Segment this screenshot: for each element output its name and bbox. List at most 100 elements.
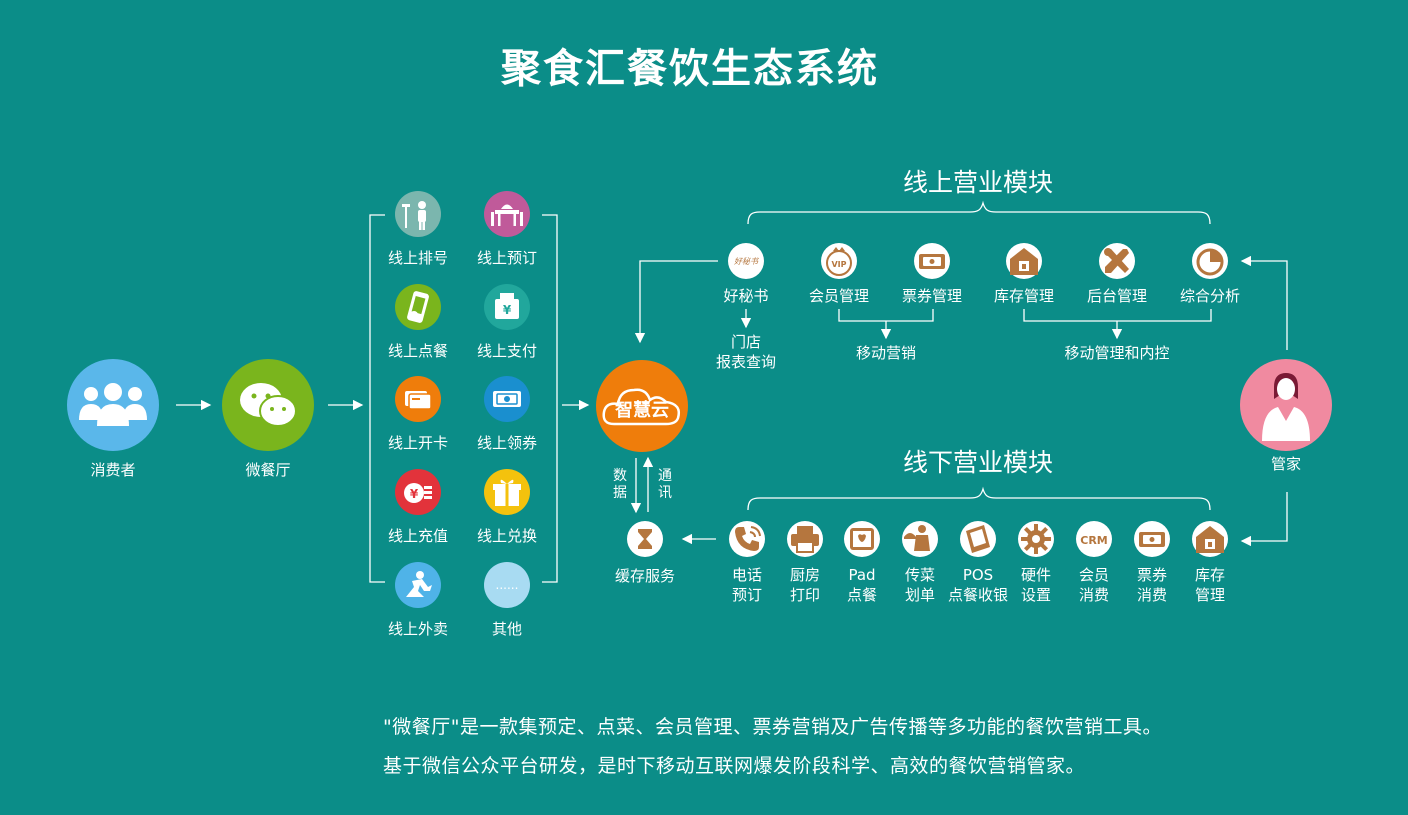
svg-text:¥: ¥ [503,303,512,317]
online-feature-10[interactable]: ...... [484,562,530,608]
crm-icon: CRM [1080,534,1108,547]
online-module-item-6[interactable] [1192,243,1228,279]
offline-module-item-label: 电话预订 [731,566,762,604]
online-module-item-4[interactable] [1006,243,1042,279]
pos-icon [966,525,990,553]
online-feature-3[interactable] [395,284,441,330]
cloud-node[interactable]: 智慧云 [596,360,688,452]
svg-text:VIP: VIP [831,260,846,269]
warehouse-icon [1010,248,1038,275]
svg-text:¥: ¥ [410,487,419,501]
haomishu-logo-icon: 好秘书 [734,257,759,266]
reserve-table-icon [491,204,523,226]
online-module-title: 线上营业模块 [902,168,1053,197]
online-feature-7[interactable]: ¥ [395,469,441,515]
offline-module-item-2[interactable] [787,521,823,557]
cloud-label: 智慧云 [615,400,669,421]
card-icon [405,391,432,410]
offline-module-item-label: 票券消费 [1136,566,1167,604]
online-module-item-label: 综合分析 [1179,287,1240,305]
offline-module-item-6[interactable] [1018,521,1054,557]
offline-module-item-label: 库存管理 [1194,566,1225,604]
manager-label: 管家 [1270,455,1301,473]
online-feature-label: 线上排号 [387,249,448,267]
description-line-2: 基于微信公众平台研发，是时下移动互联网爆发阶段科学、高效的餐饮营销管家。 [383,755,1086,777]
online-feature-1[interactable] [395,191,441,237]
svg-text:好秘书: 好秘书 [734,257,759,266]
offline-module-title: 线下营业模块 [902,448,1053,477]
people-icon [79,383,147,426]
offline-module-item-3[interactable] [844,521,880,557]
online-module-item-label: 票券管理 [901,287,962,305]
offline-module-item-8[interactable] [1134,521,1170,557]
more-icon: ...... [496,578,519,592]
warehouse-icon [1196,526,1224,553]
online-module-item-label: 后台管理 [1086,287,1147,305]
offline-module-item-9[interactable] [1192,521,1228,557]
offline-module-item-label: 硬件设置 [1020,566,1051,604]
hourglass-icon [638,529,652,549]
wechat-icon [240,383,297,427]
online-module-item-5[interactable] [1099,243,1135,279]
offline-module-item-7[interactable]: CRM [1076,521,1112,557]
online-feature-label: 线上点餐 [387,342,448,360]
online-feature-8[interactable] [484,469,530,515]
mobile-management-label: 移动管理和内控 [1064,344,1170,362]
tablet-icon [850,528,874,550]
page-title: 聚食汇餐饮生态系统 [501,46,879,92]
online-feature-label: 线上领券 [476,434,537,452]
comm-arrow-label: 通讯 [658,468,672,501]
online-module-item-3[interactable] [914,243,950,279]
data-arrow-label: 数据 [613,468,627,501]
delivery-icon [406,571,432,597]
online-feature-label: 线上充值 [387,527,448,545]
mobile-marketing-label: 移动营销 [855,344,916,362]
online-module-item-label: 库存管理 [993,287,1054,305]
wechat-node[interactable] [222,359,314,451]
online-module-item-1[interactable]: 好秘书 [728,243,764,279]
cache-node[interactable] [627,521,663,557]
offline-module-item-1[interactable] [729,521,765,557]
online-feature-label: 线上外卖 [387,620,448,638]
cloud-icon [602,388,680,426]
offline-module-item-4[interactable] [902,521,938,557]
online-feature-2[interactable] [484,191,530,237]
online-feature-4[interactable]: ¥ [484,284,530,330]
pie-chart-icon [1196,248,1224,276]
coupon-icon [493,391,521,407]
manager-person-icon [1262,373,1310,441]
phone-order-icon [407,291,429,323]
online-feature-5[interactable] [395,376,441,422]
online-feature-label: 线上预订 [476,249,537,267]
online-module-item-2[interactable]: VIP [821,243,857,279]
online-feature-label: 其他 [491,620,522,638]
manager-node [1240,359,1332,451]
wechat-label: 微餐厅 [245,461,291,479]
phone-icon [735,526,761,551]
ticket-icon [919,254,945,269]
gear-icon [1021,524,1051,554]
offline-module-item-label: 厨房打印 [789,566,820,604]
store-report-label: 门店 报表查询 [715,333,776,371]
payment-icon: ¥ [495,293,519,319]
gift-icon [493,479,521,506]
waiter-icon [904,525,930,551]
online-feature-9[interactable] [395,562,441,608]
consumer-node [67,359,159,451]
tools-icon [1104,248,1129,273]
online-feature-6[interactable] [484,376,530,422]
consumer-label: 消费者 [90,461,136,479]
svg-text:CRM: CRM [1080,534,1108,547]
description-line-1: "微餐厅"是一款集预定、点菜、会员管理、票券营销及广告传播等多功能的餐饮营销工具… [383,716,1162,738]
vip-icon: VIP [826,247,852,276]
offline-module-item-5[interactable] [960,521,996,557]
online-feature-label: 线上开卡 [387,434,448,452]
offline-module-item-label: 传菜划单 [904,566,935,604]
printer-icon [791,526,819,553]
online-module-item-label: 好秘书 [723,287,769,305]
online-feature-label: 线上兑换 [476,527,537,545]
queue-icon [402,201,426,230]
